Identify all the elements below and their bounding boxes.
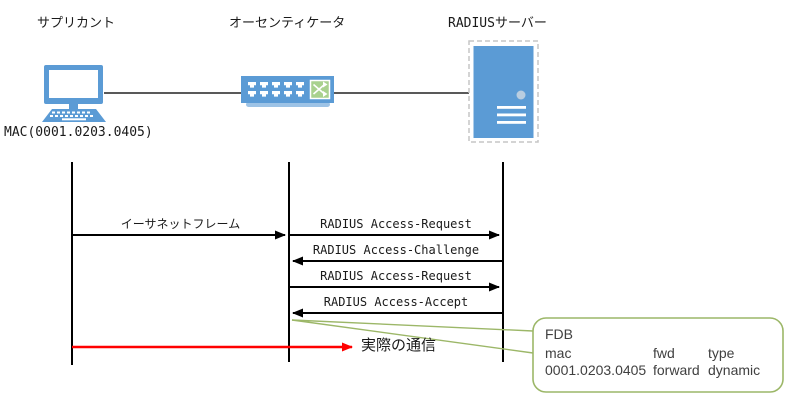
message-label-access-request-1: RADIUS Access-Request: [320, 217, 472, 231]
callout-box: [532, 317, 784, 393]
callout-cell-type: dynamic: [708, 362, 761, 378]
lifelines: [71, 162, 504, 365]
message-label-access-accept: RADIUS Access-Accept: [323, 295, 469, 309]
message-label-access-challenge: RADIUS Access-Challenge: [312, 243, 480, 257]
callout-tail-top: [291, 319, 534, 332]
actor-title-supplicant: サプリカント: [37, 16, 116, 31]
actual-communication-label: 実際の通信: [361, 336, 437, 354]
callout-col-type: type: [708, 345, 735, 361]
callout-cell-mac: 0001.0203.0405: [545, 362, 647, 378]
crossover-icon: [309, 79, 331, 100]
callout-shape: [291, 317, 784, 393]
server-icon: [468, 40, 539, 143]
selection-border: [468, 40, 539, 143]
switch-icon: [241, 76, 334, 107]
callout-title: FDB: [545, 326, 573, 342]
callout-col-fwd: fwd: [653, 345, 675, 361]
computer-icon: [42, 65, 106, 122]
keyboard-keys: [50, 111, 93, 121]
message-label-access-request-2: RADIUS Access-Request: [320, 269, 472, 283]
callout-cell-fwd: forward: [653, 362, 700, 378]
message-label-ethernet-frame: イーサネットフレーム: [120, 217, 241, 231]
actor-title-radius-server: RADIUSサーバー: [448, 16, 547, 31]
mac-address-label: MAC(0001.0203.0405): [4, 125, 153, 140]
message-arrows: [73, 230, 502, 318]
callout-col-mac: mac: [545, 345, 572, 361]
server-led: [516, 90, 526, 100]
actor-title-authenticator: オーセンティケータ: [229, 16, 346, 31]
callout-tail-bottom: [291, 319, 534, 354]
